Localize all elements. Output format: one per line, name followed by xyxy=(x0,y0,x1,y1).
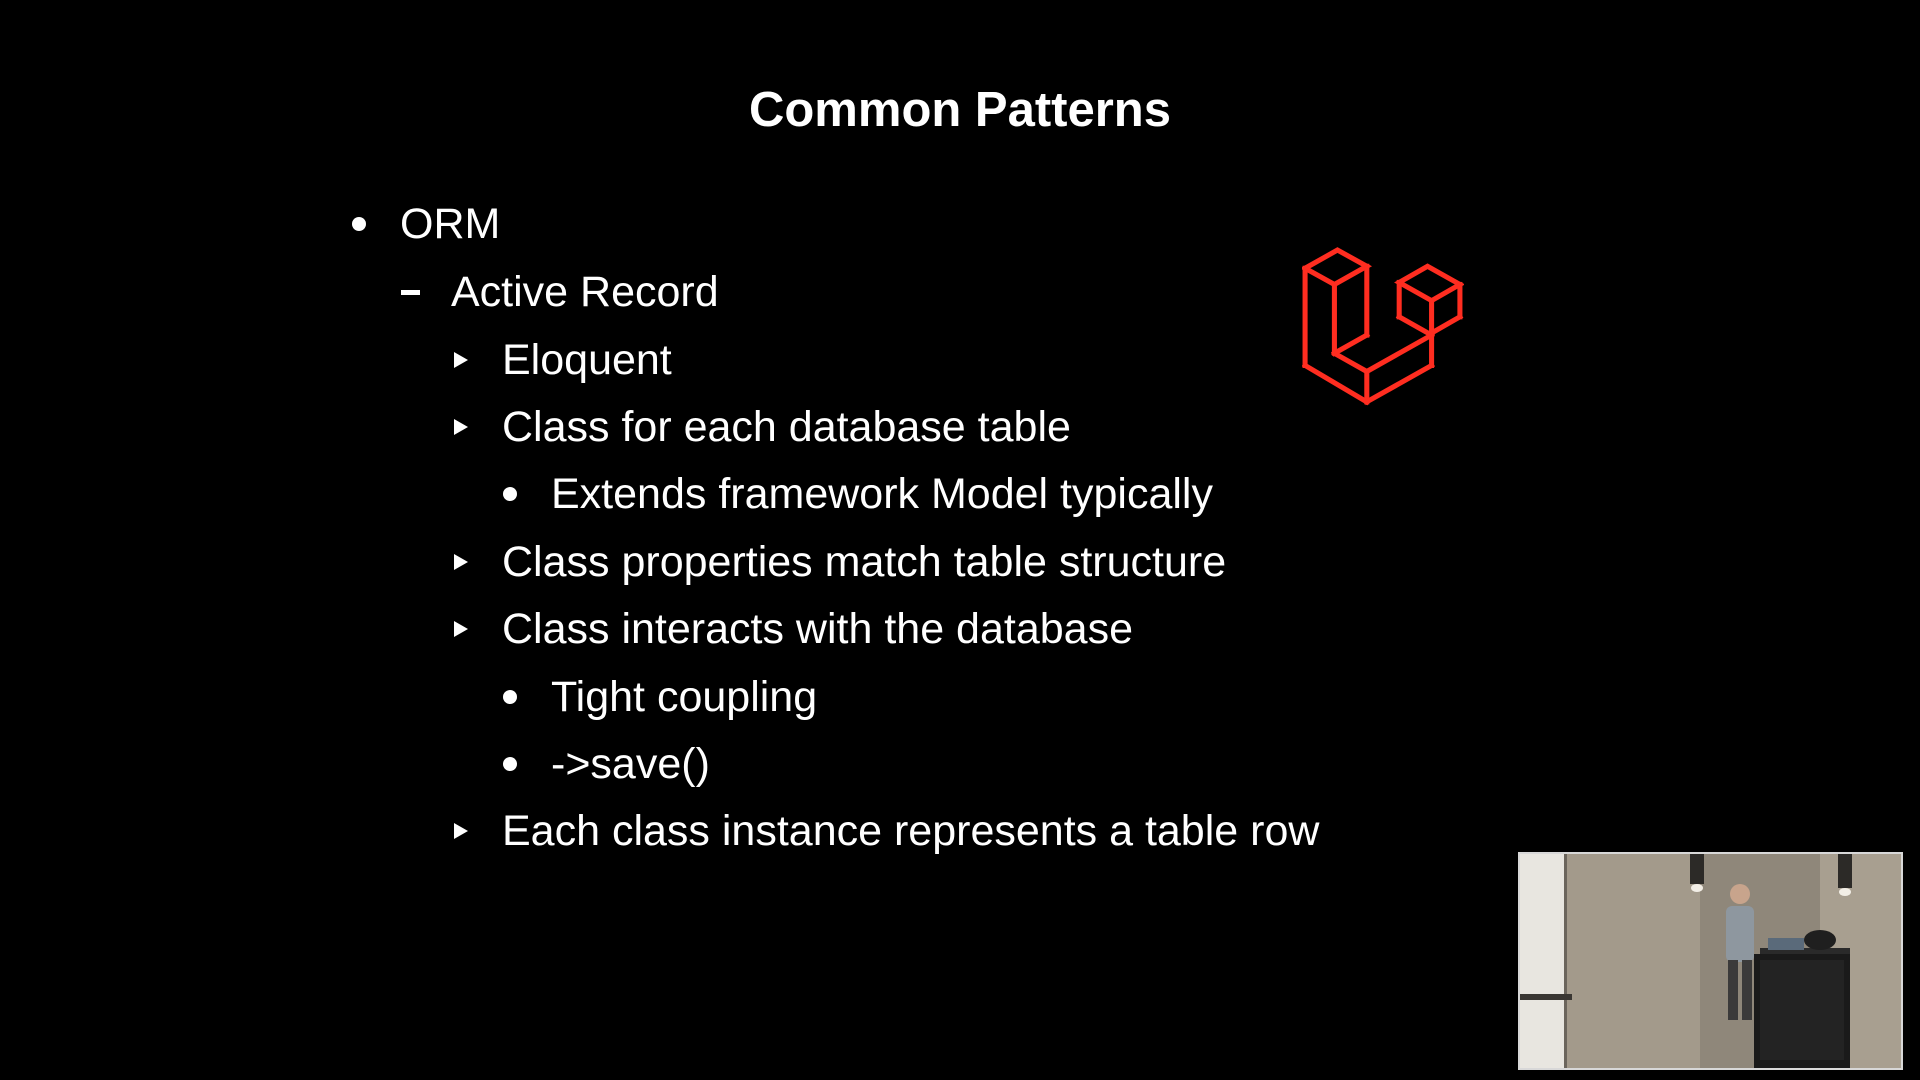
laravel-logo-icon xyxy=(1302,247,1464,406)
bullet-text: Class for each database table xyxy=(502,402,1071,451)
bullet-level3-instance-row: Each class instance represents a table r… xyxy=(454,801,1319,861)
bullet-triangle-icon xyxy=(454,554,468,570)
bullet-level4-extends-model: Extends framework Model typically xyxy=(503,464,1213,524)
bullet-level4-save: ->save() xyxy=(503,734,710,794)
bullet-triangle-icon xyxy=(454,823,468,839)
bullet-level3-class-per-table: Class for each database table xyxy=(454,397,1071,457)
bullet-text: Class properties match table structure xyxy=(502,537,1227,586)
bullet-text: Class interacts with the database xyxy=(502,604,1133,653)
slide-title: Common Patterns xyxy=(748,83,1171,137)
bullet-text: ORM xyxy=(400,199,501,248)
bullet-triangle-icon xyxy=(454,621,468,637)
bullet-dot-icon xyxy=(352,217,366,231)
bullet-text: Active Record xyxy=(451,267,719,316)
bullet-dot-icon xyxy=(503,757,517,771)
bullet-text: Each class instance represents a table r… xyxy=(502,806,1320,855)
bullet-dash-icon xyxy=(401,289,420,295)
bullet-level3-eloquent: Eloquent xyxy=(454,330,672,390)
bullet-level3-interacts: Class interacts with the database xyxy=(454,599,1133,659)
bullet-text: ->save() xyxy=(551,739,710,788)
bullet-dot-icon xyxy=(503,690,517,704)
bullet-level3-properties: Class properties match table structure xyxy=(454,532,1226,592)
bullet-triangle-icon xyxy=(454,419,468,435)
speaker-video-frame xyxy=(1520,854,1901,1068)
bullet-level2-active-record: Active Record xyxy=(401,262,719,322)
speaker-camera-feed xyxy=(1518,852,1903,1070)
bullet-text: Extends framework Model typically xyxy=(551,469,1213,518)
bullet-dot-icon xyxy=(503,487,517,501)
bullet-triangle-icon xyxy=(454,352,468,368)
bullet-text: Tight coupling xyxy=(551,672,818,721)
bullet-level1-orm: ORM xyxy=(352,194,500,254)
bullet-text: Eloquent xyxy=(502,335,672,384)
bullet-level4-tight-coupling: Tight coupling xyxy=(503,667,817,727)
